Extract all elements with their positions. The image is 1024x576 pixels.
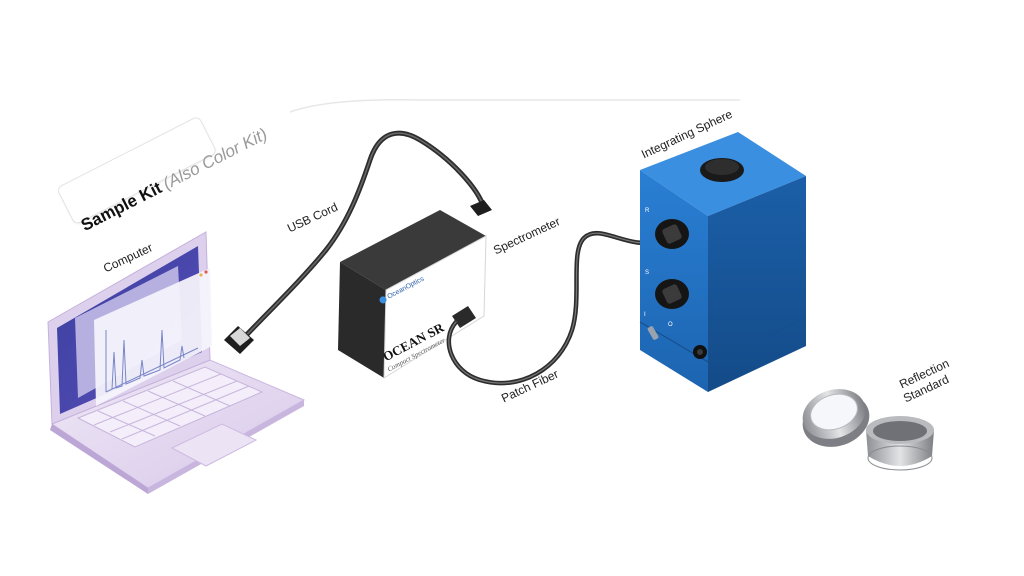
- port-o-label: O: [668, 322, 673, 328]
- sphere-side: [708, 176, 806, 392]
- port-r-label: R: [645, 208, 650, 214]
- usb-plug-spectrometer: [470, 200, 492, 216]
- spectrometer: [338, 210, 487, 379]
- usb-plug: [224, 326, 254, 354]
- app-window-front: [94, 268, 212, 406]
- spectrometer-front: [383, 235, 487, 379]
- reflection-disc: [810, 393, 858, 431]
- power-switch: [647, 326, 659, 340]
- kit-arc: [289, 99, 740, 113]
- spectrum-plot: [105, 329, 199, 393]
- reflection-standard: [802, 389, 934, 471]
- laptop-trackpad: [170, 423, 258, 467]
- port-s-label: S: [645, 270, 650, 276]
- port-i-label: I: [644, 312, 646, 318]
- laptop: [47, 231, 306, 494]
- laptop-keyboard: [76, 366, 264, 448]
- integrating-sphere: [639, 132, 807, 392]
